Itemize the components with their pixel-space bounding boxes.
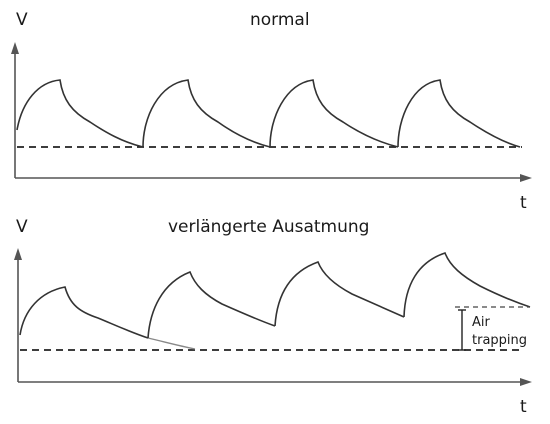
air-trapping-label-line2: trapping xyxy=(472,333,527,348)
bottom-x-axis-arrow xyxy=(520,378,532,386)
top-x-axis-arrow xyxy=(520,174,532,182)
bottom-panel-title: verlängerte Ausatmung xyxy=(168,217,369,237)
panel-normal: V normal t xyxy=(11,10,532,213)
top-x-axis-label: t xyxy=(520,193,527,213)
panel-prolonged-expiration: V verlängerte Ausatmung t Air trapping xyxy=(14,217,532,417)
bottom-breath-cycle-3 xyxy=(274,260,405,327)
bottom-incomplete-expiration-tail xyxy=(147,337,196,350)
bottom-breath-cycle-2 xyxy=(147,270,276,339)
bottom-x-axis-label: t xyxy=(520,397,527,417)
top-y-axis-label: V xyxy=(16,10,28,30)
bottom-breath-cycle-4 xyxy=(403,251,531,318)
top-breath-cycle-2 xyxy=(142,79,271,148)
bottom-y-axis-arrow xyxy=(14,248,22,260)
top-y-axis-arrow xyxy=(11,42,19,54)
air-trapping-label-line1: Air xyxy=(472,315,491,330)
top-panel-title: normal xyxy=(250,10,310,30)
top-breath-cycle-1 xyxy=(16,79,144,148)
top-breath-cycle-3 xyxy=(269,79,399,148)
bottom-breath-cycle-1 xyxy=(19,286,149,339)
top-breath-cycle-4 xyxy=(397,79,521,148)
bottom-y-axis-label: V xyxy=(16,217,28,237)
